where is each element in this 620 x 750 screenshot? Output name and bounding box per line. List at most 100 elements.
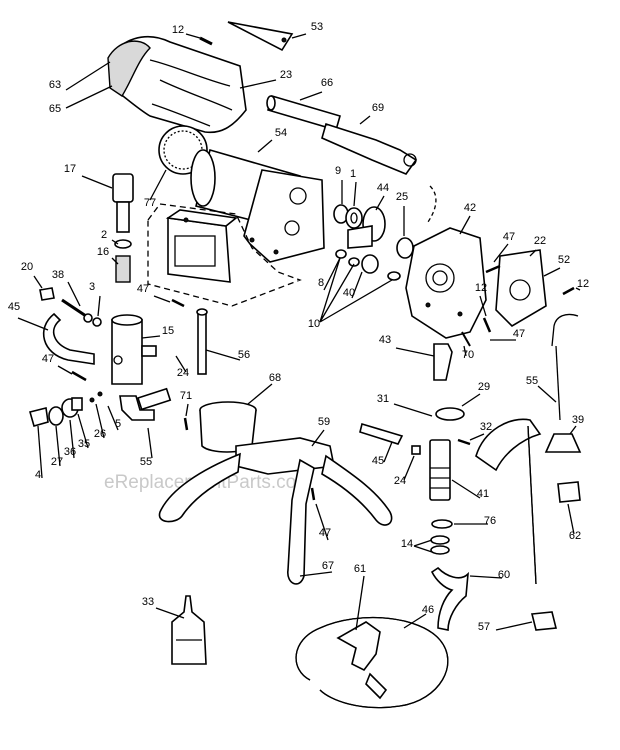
- callout-25: 25: [396, 191, 408, 203]
- callout-2: 2: [101, 229, 107, 241]
- part-47-screw: [171, 298, 185, 308]
- callout-47: 47: [513, 328, 525, 340]
- part-12-screw: [482, 317, 492, 333]
- callout-57: 57: [478, 621, 490, 633]
- part-56-tube: [196, 308, 208, 375]
- part-68-bucket: [199, 401, 257, 453]
- callout-47: 47: [319, 527, 331, 539]
- callout-5: 5: [115, 418, 121, 430]
- callout-47: 47: [42, 353, 54, 365]
- callout-8: 8: [318, 277, 324, 289]
- part-22-cover: [495, 249, 547, 328]
- callout-26: 26: [94, 428, 106, 440]
- part-24-fitting: [141, 345, 157, 357]
- part-54-motor: [190, 149, 325, 263]
- callout-55: 55: [526, 375, 538, 387]
- callout-47: 47: [503, 231, 515, 243]
- part-43-fitting: [433, 343, 453, 381]
- callout-4: 4: [35, 469, 41, 481]
- part-53-pointer: [227, 21, 294, 52]
- callout-44: 44: [377, 182, 389, 194]
- part-70-pin: [461, 331, 471, 347]
- callout-69: 69: [372, 102, 384, 114]
- callout-10: 10: [308, 318, 320, 330]
- part-61-hose: [430, 566, 469, 631]
- callout-68: 68: [269, 372, 281, 384]
- callout-31: 31: [377, 393, 389, 405]
- callout-65: 65: [49, 103, 61, 115]
- callout-42: 42: [464, 202, 476, 214]
- part-44-gear: [347, 206, 386, 249]
- part-47-screw: [310, 487, 316, 501]
- part-26-oring: [89, 397, 95, 403]
- callout-22: 22: [534, 235, 546, 247]
- part-2-oring: [114, 239, 132, 249]
- callout-38: 38: [52, 269, 64, 281]
- callout-32: 32: [480, 421, 492, 433]
- callout-15: 15: [162, 325, 174, 337]
- callout-20: 20: [21, 261, 33, 273]
- callout-61: 61: [354, 563, 366, 575]
- callout-45: 45: [8, 301, 20, 313]
- part-23-shroud: [107, 36, 247, 134]
- part-35-fitting: [71, 397, 83, 411]
- callout-12: 12: [475, 282, 487, 294]
- part-16-screen: [115, 255, 131, 283]
- callout-16: 16: [97, 246, 109, 258]
- part-25-washer: [396, 237, 414, 259]
- callout-14: 14: [401, 538, 413, 550]
- part-20-bracket: [39, 287, 55, 301]
- callout-23: 23: [280, 69, 292, 81]
- part-5-ball: [97, 391, 103, 397]
- part-1-washer: [345, 207, 363, 229]
- callout-24: 24: [177, 367, 189, 379]
- callout-41: 41: [477, 488, 489, 500]
- callout-46: 46: [422, 604, 434, 616]
- detail-box: [147, 203, 302, 307]
- part-12-screw: [562, 286, 575, 296]
- part-32-pin: [457, 438, 471, 446]
- callout-56: 56: [238, 349, 250, 361]
- part-47-screw: [485, 264, 501, 274]
- callout-45: 45: [372, 455, 384, 467]
- part-59-frame: [158, 437, 393, 585]
- callout-12: 12: [172, 24, 184, 36]
- part-45-hose: [43, 312, 95, 365]
- part-46-gun-hose: [295, 616, 449, 709]
- part-14-ring: [430, 535, 450, 555]
- part-4-valve: [29, 407, 49, 427]
- callout-43: 43: [379, 334, 391, 346]
- callout-52: 52: [558, 254, 570, 266]
- callout-24: 24: [394, 475, 406, 487]
- callout-71: 71: [180, 390, 192, 402]
- part-60-hose: [475, 418, 542, 585]
- part-27-nut: [48, 406, 64, 426]
- callout-35: 35: [78, 438, 90, 450]
- part-55-elbow: [119, 387, 172, 421]
- part-29-nut: [435, 407, 465, 421]
- part-33-bottle: [171, 595, 207, 665]
- callout-27: 27: [51, 456, 63, 468]
- callout-17: 17: [64, 163, 76, 175]
- part-69-rod: [321, 122, 418, 175]
- part-31-rod: [359, 422, 404, 445]
- callout-33: 33: [142, 596, 154, 608]
- part-12-screw: [199, 36, 213, 46]
- callout-47: 47: [137, 283, 149, 295]
- part-41-pump: [429, 439, 451, 501]
- callout-54: 54: [275, 127, 287, 139]
- callout-1: 1: [350, 168, 356, 180]
- part-40-pinion: [361, 254, 379, 274]
- callout-3: 3: [89, 281, 95, 293]
- callout-53: 53: [311, 21, 323, 33]
- callout-12: 12: [577, 278, 589, 290]
- part-71-screw: [183, 417, 189, 431]
- callout-76: 76: [484, 515, 496, 527]
- callout-39: 39: [572, 414, 584, 426]
- callout-66: 66: [321, 77, 333, 89]
- part-38-valve: [61, 298, 93, 323]
- callout-55: 55: [140, 456, 152, 468]
